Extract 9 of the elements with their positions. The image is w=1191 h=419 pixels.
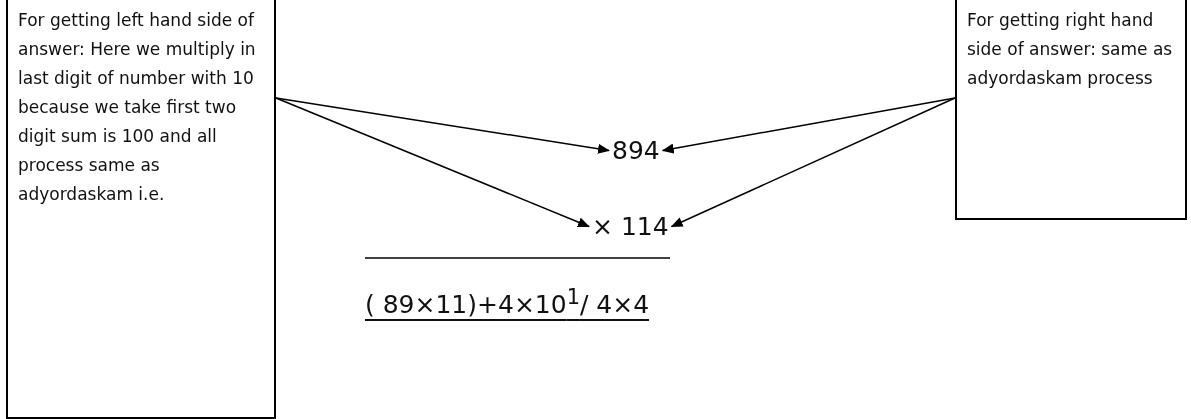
equation-text: ( 89×11)+4×10$^{1}$/ 4×4 — [365, 285, 650, 320]
number-text: × 114 — [592, 212, 669, 241]
arrow — [670, 97, 956, 228]
arrow — [275, 97, 590, 228]
arrow — [275, 97, 610, 154]
annotation-box: For getting right hand side of answer: same as adyordaskam process — [955, 0, 1187, 220]
arrow — [661, 97, 956, 154]
annotation-box: For getting left hand side of answer: Here we multiply in last digit of number with 10 because we take first two digit sum is 100 and all process same as adyordaskam i.e. — [6, 0, 276, 419]
number-text: 894 — [612, 136, 660, 165]
